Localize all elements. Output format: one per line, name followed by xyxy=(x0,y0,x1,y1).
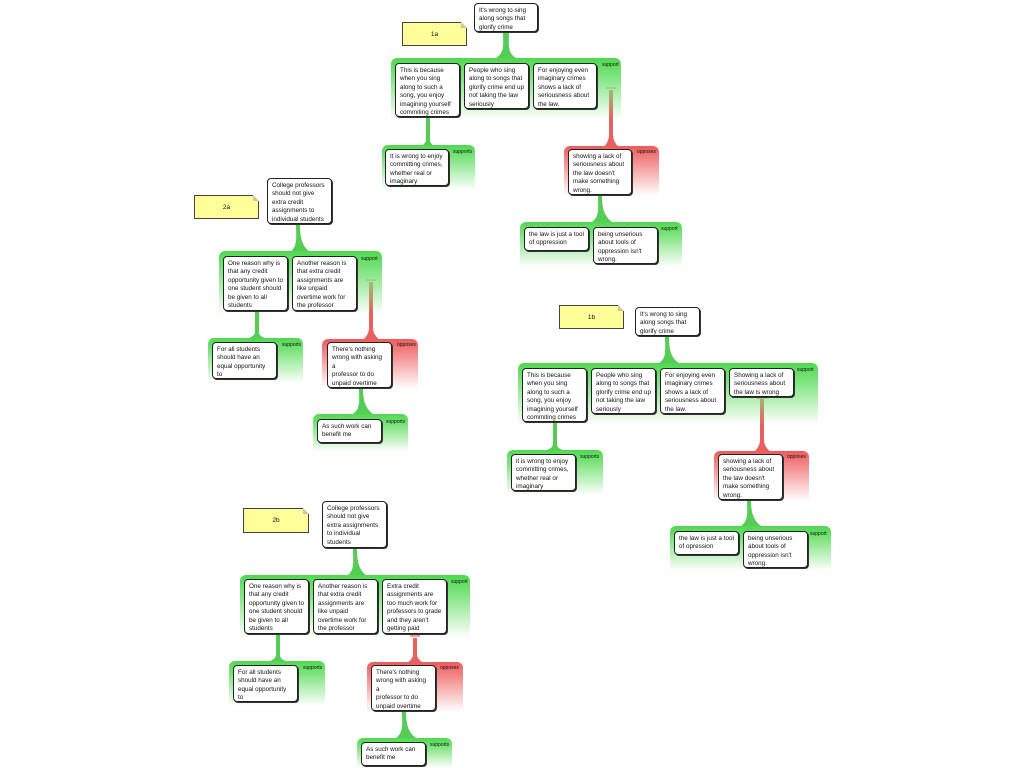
oppose-connector xyxy=(407,638,424,663)
objection-box[interactable]: showing a lack of seriousness about the … xyxy=(568,149,632,195)
reason-box[interactable]: Extra credit assignments are too much wo… xyxy=(382,579,447,634)
support-connector xyxy=(496,31,516,58)
support-group-label: supports xyxy=(453,149,473,155)
support-group-label: supports xyxy=(580,454,600,460)
objection-box[interactable]: showing a lack of seriousness about the … xyxy=(718,454,783,500)
main-claim-box[interactable]: College professors should not give extra… xyxy=(267,178,332,224)
reason-box[interactable]: Another reason is that extra credit assi… xyxy=(292,256,357,311)
support-group-label: support xyxy=(661,226,678,232)
support-group-label: supports xyxy=(430,742,450,748)
support-group-label: support xyxy=(451,579,468,585)
support-group-label: support xyxy=(810,531,827,537)
oppose-connector xyxy=(754,399,771,452)
reason-box[interactable]: For all students should have an equal op… xyxy=(233,665,298,702)
support-group-label: support xyxy=(602,62,619,68)
map-label-sticky-note[interactable]: 2a xyxy=(194,195,259,219)
support-connector xyxy=(741,500,761,526)
support-group-label: support xyxy=(361,256,378,262)
objection-box[interactable]: There's nothing wrong with asking a prof… xyxy=(327,342,392,388)
support-connector xyxy=(290,224,310,252)
support-connector xyxy=(247,311,269,339)
reason-box[interactable]: For enjoying even imaginary crimes shows… xyxy=(533,63,597,109)
support-group-label: supports xyxy=(386,419,406,425)
reason-box[interactable]: For enjoying even imaginary crimes shows… xyxy=(660,368,725,414)
support-connector xyxy=(268,634,290,662)
support-connector xyxy=(418,117,440,148)
support-group-label: supports xyxy=(282,342,302,348)
map-label: 2b xyxy=(272,517,280,524)
oppose-group-label: opposes xyxy=(787,454,806,460)
reason-box[interactable]: This is because when you sing along to s… xyxy=(522,368,587,422)
reason-box[interactable]: It is wrong to enjoy committing crimes, … xyxy=(385,149,449,186)
reason-box[interactable]: As such work can benefit me xyxy=(361,742,426,766)
reason-box[interactable]: One reason why is that any credit opport… xyxy=(223,256,288,311)
main-claim-box[interactable]: College professors should not give extra… xyxy=(322,501,387,548)
reason-box[interactable]: Showing a lack of seriousness about the … xyxy=(729,368,794,397)
reason-box[interactable]: For all students should have an equal op… xyxy=(212,342,277,379)
support-connector xyxy=(659,336,679,363)
main-claim-box[interactable]: It's wrong to sing along songs that glor… xyxy=(474,3,538,32)
map-label: 1b xyxy=(587,313,596,321)
reason-box[interactable]: it is wrong to enjoy committing crimes, … xyxy=(511,454,576,491)
reason-box[interactable]: being unserious about tools of oppressio… xyxy=(593,227,658,264)
reason-box[interactable]: One reason why is that any credit opport… xyxy=(244,579,309,634)
reason-box[interactable]: being unserious about tools of oppressio… xyxy=(743,531,808,568)
support-connector xyxy=(353,388,373,414)
map-label: 1a xyxy=(430,30,439,38)
support-connector xyxy=(396,711,416,738)
support-group-label: support xyxy=(797,367,814,373)
reason-box[interactable]: the law is just a tool of opression xyxy=(674,531,739,555)
objection-box[interactable]: There's nothing wrong with asking a prof… xyxy=(371,665,436,711)
support-connector xyxy=(545,422,567,451)
oppose-group-label: opposes xyxy=(637,149,656,155)
support-group-label: supports xyxy=(303,665,323,671)
reason-box[interactable]: People who sing along to songs that glor… xyxy=(591,368,656,414)
oppose-group-label: opposes xyxy=(397,342,416,348)
reason-box[interactable]: People who sing along to songs that glor… xyxy=(464,63,529,109)
reason-box[interactable]: As such work can benefit me xyxy=(317,419,382,443)
reason-box[interactable]: the law is just a tool of oppression xyxy=(524,227,589,251)
support-connector xyxy=(592,196,612,222)
oppose-group-label: opposes xyxy=(440,665,459,671)
support-connector xyxy=(347,548,367,576)
reason-box[interactable]: This is because when you sing along to s… xyxy=(395,63,460,117)
map-label-sticky-note[interactable]: 1a xyxy=(402,22,467,46)
map-label: 2a xyxy=(222,203,231,211)
reason-box[interactable]: Another reason is that extra credit assi… xyxy=(313,579,378,634)
main-claim-box[interactable]: It's wrong to sing along songs that glor… xyxy=(635,307,700,336)
map-label-sticky-note[interactable]: 1b xyxy=(559,305,624,329)
map-label-sticky-note[interactable]: 2b xyxy=(243,508,309,533)
